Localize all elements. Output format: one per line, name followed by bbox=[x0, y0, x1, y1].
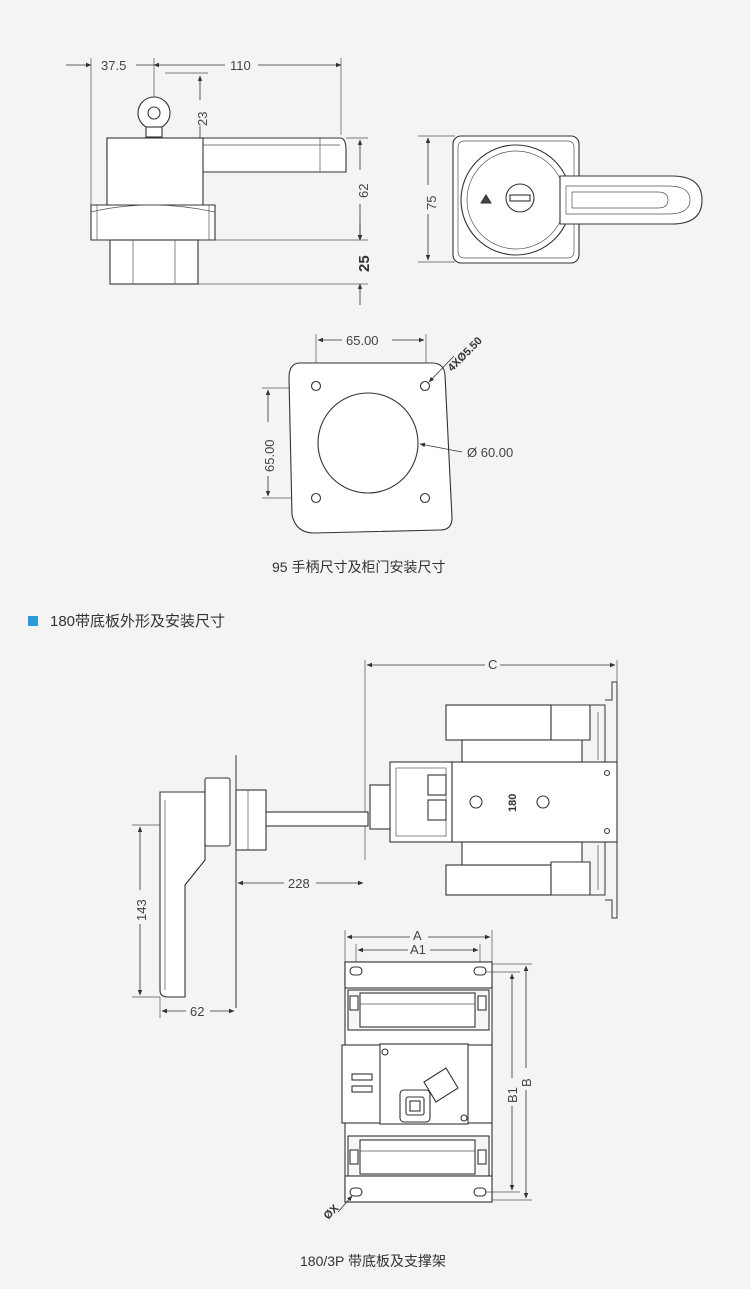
caption-180: 180/3P 带底板及支撑架 bbox=[300, 1253, 447, 1269]
dim-offset: 37.5 bbox=[101, 58, 126, 73]
side-assembly: C 180 bbox=[132, 657, 618, 1019]
dim-length: 110 bbox=[230, 58, 251, 73]
dim-hole: ØX bbox=[322, 1202, 342, 1222]
dim-height-b1: B1 bbox=[505, 1087, 520, 1103]
dim-hole-spacing-y: 65.00 bbox=[262, 439, 277, 472]
dim-width-a1: A1 bbox=[410, 942, 426, 957]
dim-center-hole: Ø 60.00 bbox=[467, 445, 513, 460]
dim-height-b: B bbox=[519, 1078, 534, 1087]
dim-overall: C bbox=[488, 657, 497, 672]
section-marker-icon bbox=[28, 615, 38, 626]
dim-body-height: 62 bbox=[356, 184, 371, 198]
section-title-text: 180带底板外形及安装尺寸 bbox=[50, 613, 226, 630]
dim-front-width: 75 bbox=[424, 196, 439, 210]
dim-holes: 4XØ5.50 bbox=[446, 335, 485, 374]
handle-front-view: 75 bbox=[418, 135, 703, 264]
dim-handle-depth: 62 bbox=[190, 1004, 204, 1019]
dim-key-height: 23 bbox=[195, 112, 210, 126]
dim-hole-spacing-x: 65.00 bbox=[346, 333, 379, 348]
dim-width-a: A bbox=[413, 928, 422, 943]
door-mount-plate: 65.00 65.00 4XØ5.50 Ø 60.00 bbox=[262, 333, 513, 534]
plate-top-view: A A1 bbox=[322, 928, 534, 1222]
handle-side-view: 37.5 110 23 62 25 bbox=[66, 58, 373, 305]
caption-95: 95 手柄尺寸及柜门安装尺寸 bbox=[272, 559, 446, 575]
dim-shaft-length: 228 bbox=[288, 876, 310, 891]
dim-base-height: 25 bbox=[356, 255, 373, 272]
dim-handle-height: 143 bbox=[134, 899, 149, 921]
frame-label: 180 bbox=[507, 794, 519, 812]
section-title-180: 180带底板外形及安装尺寸 bbox=[28, 610, 225, 631]
